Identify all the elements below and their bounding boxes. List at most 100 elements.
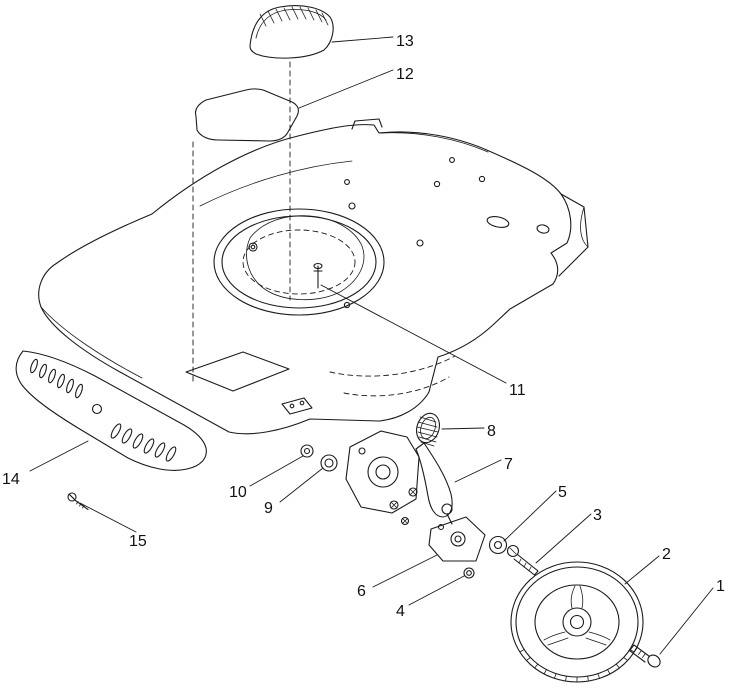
bracket-screw-b-cross bbox=[409, 488, 417, 496]
screw-15-slot bbox=[68, 493, 76, 501]
deck-housing bbox=[38, 118, 589, 435]
wheel-tread-hatching bbox=[519, 649, 635, 683]
screw-15-threads bbox=[76, 501, 85, 509]
callout-8: 8 bbox=[487, 423, 496, 440]
leader-12 bbox=[298, 69, 394, 109]
part-12-cover-plate bbox=[194, 88, 299, 142]
vent-slot bbox=[110, 423, 122, 439]
blade-ring-hidden bbox=[242, 229, 356, 295]
vent-slot bbox=[121, 428, 133, 444]
bolt-3-shaft bbox=[513, 553, 539, 576]
knob-outline bbox=[416, 412, 440, 444]
callout-6: 6 bbox=[357, 583, 366, 600]
deck-latch-detail bbox=[281, 397, 313, 415]
leader-8 bbox=[441, 427, 485, 430]
latch-hole-2 bbox=[299, 400, 305, 406]
bumper-outline bbox=[15, 350, 207, 471]
callout-12: 12 bbox=[396, 66, 414, 83]
bracket-screw-c bbox=[400, 516, 410, 526]
vent-slot bbox=[75, 383, 83, 399]
deck-hole-c bbox=[416, 239, 424, 247]
adjuster-bracket bbox=[345, 430, 420, 526]
part-3-bolt bbox=[506, 544, 539, 576]
wheel-rim bbox=[534, 584, 620, 660]
callout-2: 2 bbox=[662, 546, 671, 563]
wheel-tire-outer bbox=[510, 561, 644, 683]
part-15-screw bbox=[67, 492, 89, 511]
wheel-hub-inner bbox=[569, 614, 585, 630]
callout-1: 1 bbox=[716, 578, 725, 595]
deck-hole-a-inner bbox=[250, 244, 256, 250]
callout-14: 14 bbox=[2, 471, 20, 488]
part-2-wheel bbox=[510, 561, 644, 683]
deck-right-bracket bbox=[558, 193, 589, 277]
bumper-mid-vents bbox=[110, 423, 177, 462]
callout-11: 11 bbox=[509, 382, 526, 399]
vent-slot bbox=[48, 368, 56, 384]
knob-grip-hatching bbox=[416, 416, 439, 447]
bracket-screw-c-cross bbox=[402, 518, 408, 524]
vent-slot bbox=[154, 442, 166, 458]
callout-10: 10 bbox=[229, 484, 247, 501]
bumper-hole bbox=[91, 403, 103, 415]
deck-front-panel bbox=[185, 351, 290, 392]
part-14-front-bumper bbox=[15, 350, 207, 471]
leader-3 bbox=[535, 513, 592, 564]
part-10-bolt bbox=[300, 444, 314, 458]
deck-top-notch bbox=[351, 118, 383, 130]
bolt-3-head-detail bbox=[509, 547, 517, 555]
part-9-bushing bbox=[320, 454, 338, 472]
bracket-6-hole bbox=[437, 523, 445, 531]
wheel-spoke-left bbox=[543, 631, 569, 646]
deck-hole-b bbox=[348, 202, 356, 210]
handle-slot bbox=[486, 216, 510, 228]
bumper-top-vents bbox=[30, 358, 83, 399]
leader-6 bbox=[372, 554, 438, 588]
screw-15-head bbox=[67, 492, 77, 502]
bracket-screw-a bbox=[389, 500, 399, 510]
vent-slot bbox=[39, 363, 47, 379]
part-7-adjuster-lever bbox=[415, 442, 453, 525]
assembly-dashed-lines bbox=[192, 61, 291, 384]
leader-9 bbox=[279, 467, 324, 503]
vent-slot bbox=[132, 433, 144, 449]
part-1-axle-bolt bbox=[628, 644, 661, 668]
bolt-3-threads bbox=[518, 558, 532, 572]
latch-hole-1 bbox=[289, 403, 295, 409]
bracket-screw-a-cross bbox=[390, 501, 398, 509]
leader-lines bbox=[29, 36, 714, 655]
callout-9: 9 bbox=[264, 500, 273, 517]
deck-outline bbox=[38, 124, 572, 435]
leader-5 bbox=[503, 490, 557, 542]
bushing-outer bbox=[320, 454, 338, 472]
wheel-hub-outer bbox=[562, 607, 592, 637]
deck-hole-e bbox=[478, 175, 486, 183]
part-5-washer bbox=[488, 535, 508, 555]
callout-4: 4 bbox=[396, 603, 405, 620]
part-11-bolt bbox=[313, 262, 323, 289]
deck-right-bracket-inner bbox=[580, 206, 589, 248]
leader-7 bbox=[454, 459, 502, 483]
vent-slot bbox=[57, 373, 65, 389]
wheel-spoke-top bbox=[570, 585, 584, 609]
deck-top-edge-right bbox=[379, 132, 489, 153]
lever-pivot bbox=[441, 503, 453, 515]
bolt-1-threads bbox=[634, 647, 646, 658]
washer-inner bbox=[493, 540, 503, 550]
grip-pad-outline bbox=[249, 5, 334, 59]
part-4-nut bbox=[463, 567, 475, 579]
vent-slot bbox=[30, 358, 38, 374]
grip-pad-hatching bbox=[259, 6, 329, 27]
deck-hidden-edge-2 bbox=[343, 376, 450, 397]
bracket-pivot-hole-inner bbox=[375, 464, 391, 480]
callout-15: 15 bbox=[129, 533, 147, 550]
bracket-6-axle-hole-inner bbox=[454, 535, 462, 543]
deck-hole-d bbox=[433, 180, 441, 188]
bracket-6-axle-hole bbox=[450, 531, 466, 547]
deck-skirt-edge bbox=[40, 306, 143, 379]
leader-13 bbox=[331, 36, 394, 43]
deck-hole-f bbox=[343, 301, 351, 309]
callout-labels: 13 12 11 14 10 9 8 7 15 5 3 6 4 2 1 bbox=[2, 33, 725, 620]
